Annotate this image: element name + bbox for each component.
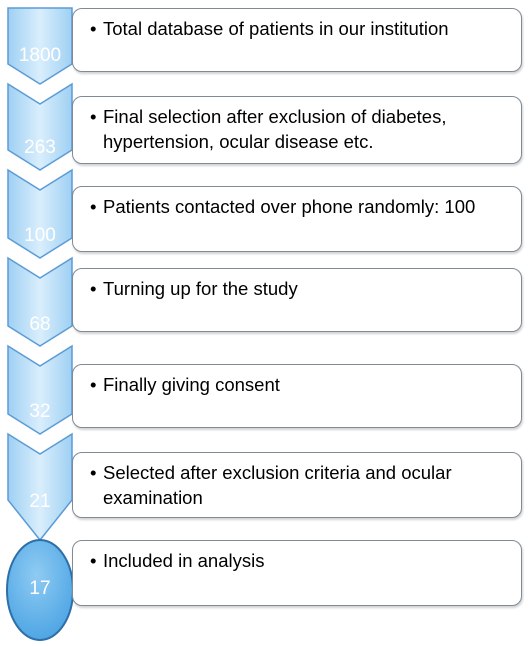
step-text-6: Selected after exclusion criteria and oc… [103,462,452,508]
bullet: • [90,462,97,483]
count-label-5: 32 [29,401,51,422]
step-text-5: Finally giving consent [103,374,280,395]
bullet: • [90,106,97,127]
step-text-2: Final selection after exclusion of diabe… [103,106,447,152]
step-text-3: Patients contacted over phone randomly: … [103,196,476,217]
count-label-1: 1800 [18,45,62,66]
step-box-2: • Final selection after exclusion of dia… [72,96,522,164]
step-box-6: • Selected after exclusion criteria and … [72,452,522,518]
count-label-4: 68 [29,314,51,335]
bullet: • [90,374,97,395]
step-box-7: • Included in analysis [72,540,522,606]
step-text-7: Included in analysis [103,550,265,571]
bullet: • [90,550,97,571]
count-label-6: 21 [29,491,51,512]
step-box-1: • Total database of patients in our inst… [72,8,522,72]
bullet: • [90,196,97,217]
step-box-5: • Finally giving consent [72,364,522,428]
step-text-4: Turning up for the study [103,278,298,299]
count-label-7: 17 [29,578,51,599]
bullet: • [90,278,97,299]
chevron-1 [7,7,73,85]
chevron-arrows [7,7,73,542]
bullet: • [90,18,97,39]
chevron-6 [7,432,73,542]
count-label-2: 263 [24,137,56,158]
count-label-3: 100 [24,225,56,246]
step-box-3: • Patients contacted over phone randomly… [72,186,522,252]
step-box-4: • Turning up for the study [72,268,522,332]
step-text-1: Total database of patients in our instit… [103,18,449,39]
